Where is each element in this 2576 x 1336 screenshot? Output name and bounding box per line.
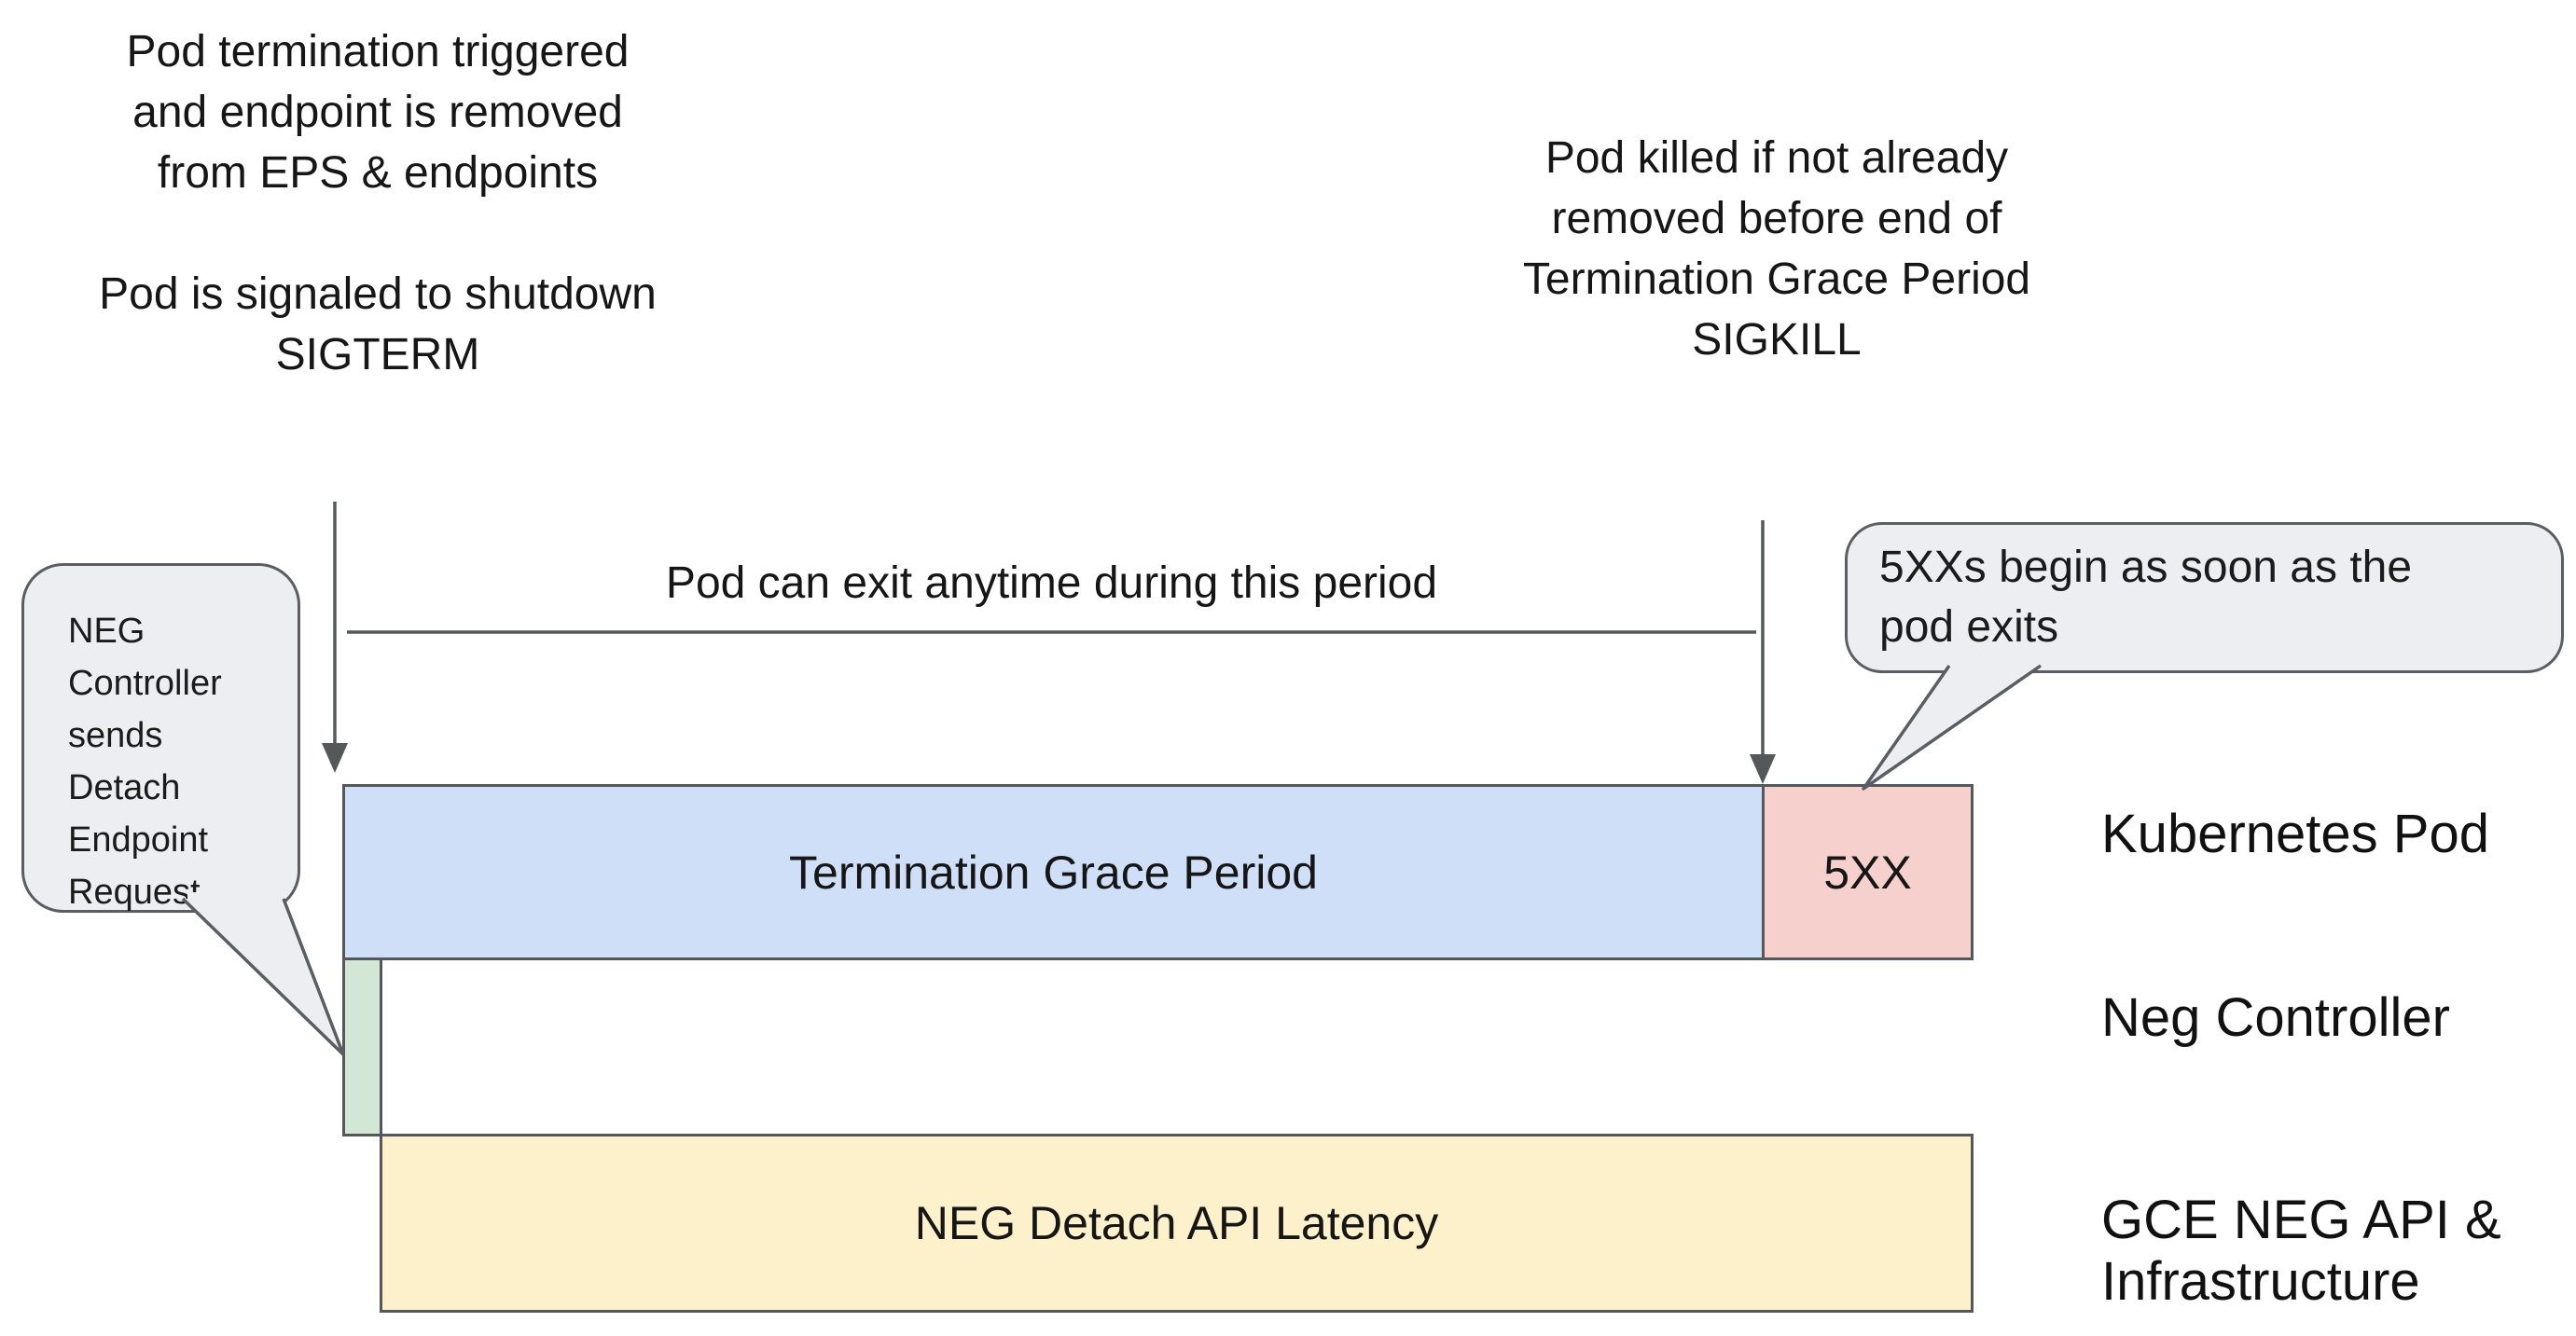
row-label-line: GCE NEG API &: [2101, 1190, 2501, 1250]
callout-line: NEG: [68, 612, 145, 651]
note-line: Pod killed if not already: [1544, 133, 2009, 183]
note-line: removed before end of: [1551, 194, 2002, 243]
neg-detach-api-latency-bar-label: NEG Detach API Latency: [914, 1197, 1439, 1249]
callout-line: pod exits: [1879, 602, 2059, 652]
note-line-spacer: [70, 203, 686, 264]
note-line: SIGTERM: [275, 330, 480, 379]
five-xx-callout-tail: [1862, 664, 2042, 791]
callout-line: Endpoint: [68, 820, 209, 860]
neg-detach-api-latency-bar: NEG Detach API Latency: [380, 1134, 1974, 1313]
row-label-gce-neg-api: GCE NEG API & Infrastructure: [2101, 1190, 2501, 1313]
row-label-line: Infrastructure: [2101, 1251, 2420, 1312]
neg-controller-callout: NEG Controller sends Detach Endpoint Req…: [21, 563, 300, 913]
callout-line: sends: [68, 716, 163, 755]
note-line: Pod is signaled to shutdown: [99, 269, 657, 319]
termination-grace-period-bar-label: Termination Grace Period: [789, 846, 1318, 899]
callout-line: 5XXs begin as soon as the: [1879, 543, 2413, 592]
callout-line: Controller: [68, 664, 222, 703]
note-line: and endpoint is removed: [132, 88, 623, 137]
note-line: SIGKILL: [1692, 315, 1862, 365]
sigterm-event-arrowhead-icon: [322, 743, 348, 773]
row-label-kubernetes-pod: Kubernetes Pod: [2101, 804, 2489, 864]
note-line: from EPS & endpoints: [157, 148, 599, 198]
neg-controller-callout-tail: [181, 897, 345, 1056]
five-xx-callout: 5XXs begin as soon as the pod exits: [1845, 522, 2564, 673]
note-line: Termination Grace Period: [1522, 255, 2031, 304]
callout-line: Request: [68, 873, 201, 912]
termination-trigger-note: Pod termination triggered and endpoint i…: [70, 21, 686, 385]
error-5xx-bar: 5XX: [1762, 784, 1974, 960]
callout-line: Detach: [68, 768, 181, 807]
neg-detach-request-bar: [342, 957, 382, 1136]
note-line: Pod termination triggered: [126, 27, 630, 76]
error-5xx-bar-label: 5XX: [1823, 846, 1912, 899]
grace-period-note: Pod can exit anytime during this period: [665, 558, 1438, 608]
sigkill-note: Pod killed if not already removed before…: [1441, 128, 2112, 370]
sigkill-event-arrowhead-icon: [1750, 754, 1776, 784]
row-label-neg-controller: Neg Controller: [2101, 987, 2450, 1048]
termination-grace-period-bar: Termination Grace Period: [342, 784, 1765, 960]
